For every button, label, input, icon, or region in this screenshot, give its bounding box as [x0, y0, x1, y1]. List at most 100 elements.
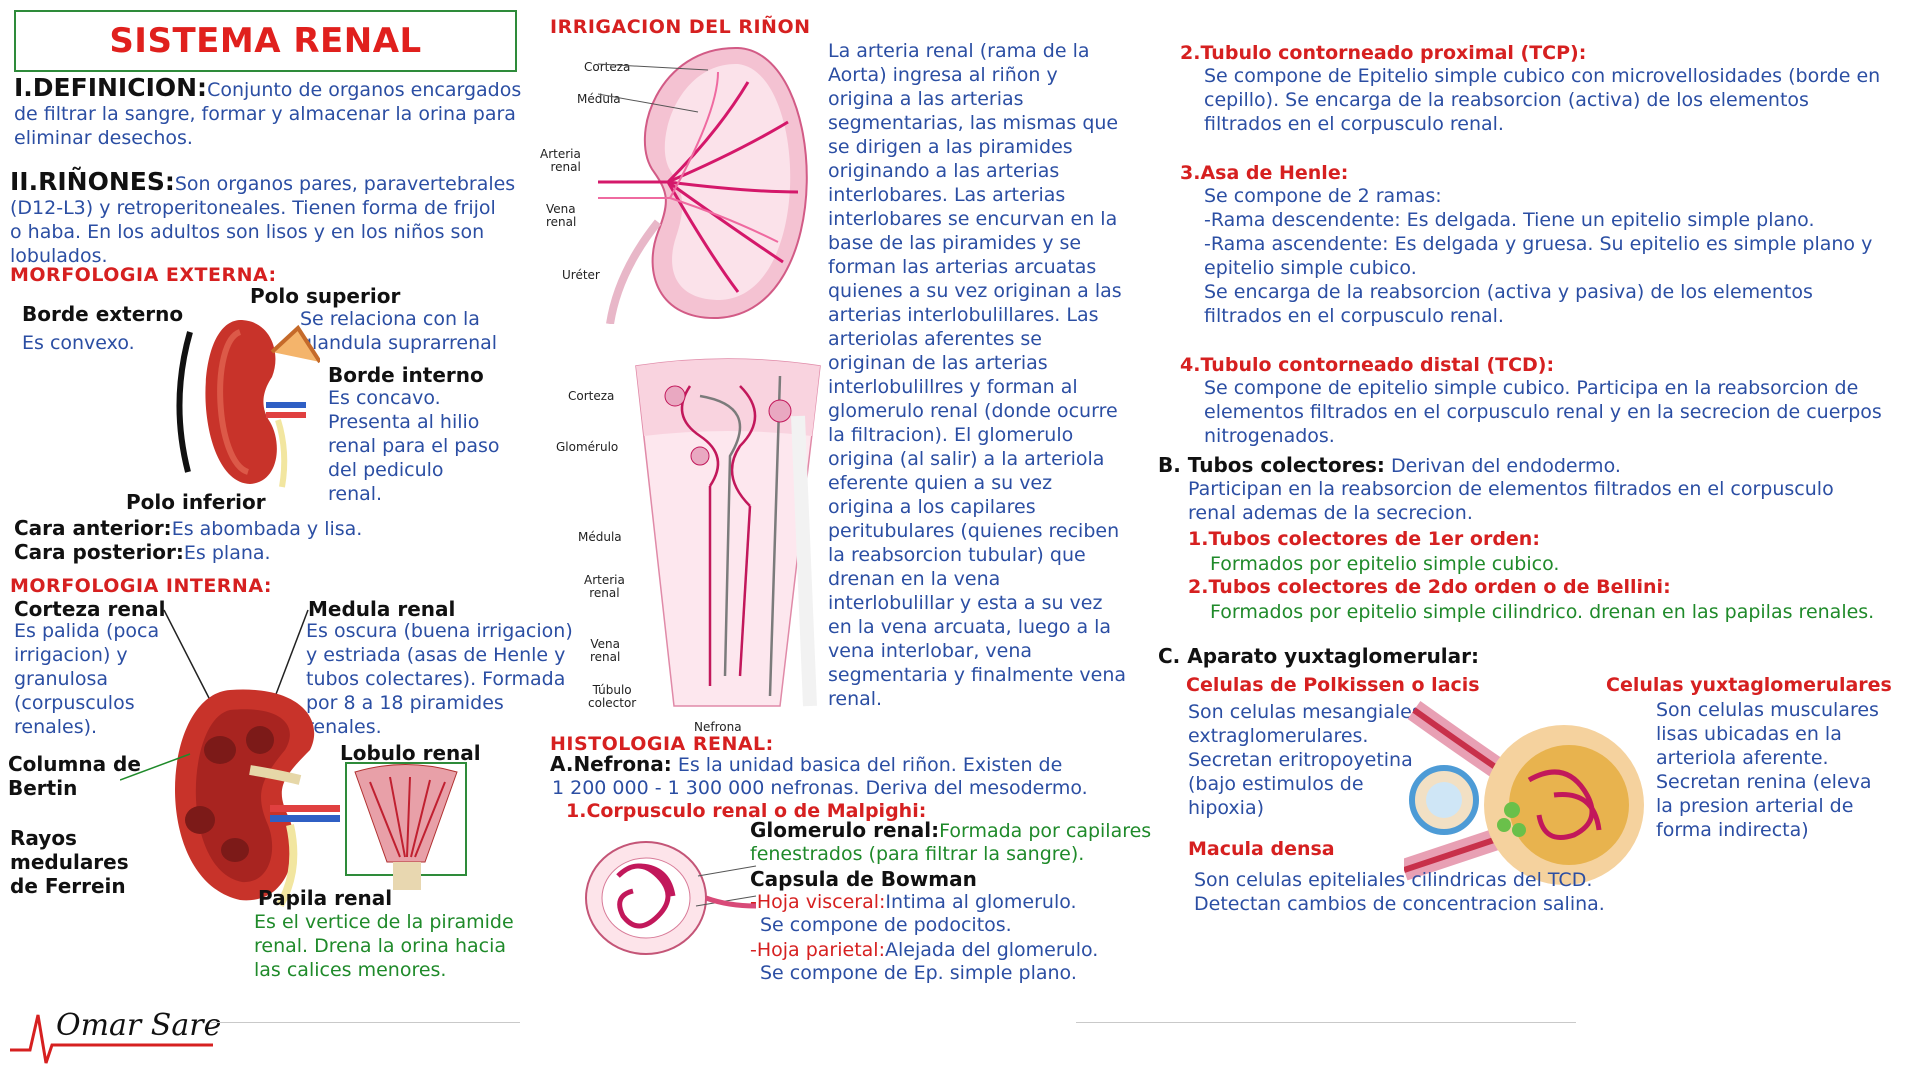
- papila-renal-desc: Es el vertice de la piramide renal. Dren…: [254, 910, 514, 982]
- rinones-line-4: lobulados.: [10, 245, 108, 267]
- irrigacion-line: arterias interlobulillares. Las: [828, 304, 1099, 326]
- fig1-vena-line-1: Vena: [546, 202, 576, 216]
- tcp-line-3: filtrados en el corpusculo renal.: [1204, 113, 1504, 135]
- yuxc-line-2: lisas ubicadas en la: [1656, 723, 1842, 745]
- irrigacion-line: forman las arterias arcuatas: [828, 256, 1097, 278]
- hoja-visceral-line-1: Intima al glomerulo.: [885, 891, 1077, 913]
- polkissen-line-1: Son celulas mesangiales: [1188, 701, 1422, 723]
- fig2-arteria-label: Arteria renal: [584, 574, 625, 600]
- papila-line-3: las calices menores.: [254, 959, 447, 981]
- irrigacion-line: quienes a su vez originan a las: [828, 280, 1122, 302]
- tubos-colectores-desc: Participan en la reabsorcion de elemento…: [1188, 477, 1834, 525]
- nefrona-line-1: Es la unidad basica del riñon. Existen d…: [677, 754, 1063, 776]
- yuxc-line-3: arteriola aferente.: [1656, 747, 1829, 769]
- fig2-vena-line-1: Vena: [590, 637, 620, 651]
- fig2-vena-label: Vena renal: [590, 638, 620, 664]
- kidney-external-illustration: [176, 320, 320, 488]
- macula-densa-heading: Macula densa: [1188, 838, 1335, 860]
- cara-anterior-desc: Es abombada y lisa.: [171, 518, 363, 540]
- corteza-line-2: irrigacion) y: [14, 644, 128, 666]
- fig1-corteza-label: Corteza: [584, 60, 631, 74]
- asa-line-1: Se compone de 2 ramas:: [1204, 185, 1442, 207]
- polo-inferior-label: Polo inferior: [126, 490, 266, 514]
- irrigacion-line: vena interlobar, vena: [828, 640, 1033, 662]
- asa-line-5: Se encarga de la reabsorcion (activa y p…: [1204, 281, 1813, 303]
- polo-superior-label: Polo superior: [250, 284, 401, 308]
- irrigacion-line: origina a las arterias: [828, 88, 1024, 110]
- irrigacion-line: drenan en la vena: [828, 568, 1001, 590]
- yuxc-line-1: Son celulas musculares: [1656, 699, 1879, 721]
- irrigacion-line: renal.: [828, 688, 883, 710]
- polkissen-line-2: extraglomerulares.: [1188, 725, 1369, 747]
- irrigacion-line: en la vena arcuata, luego a la: [828, 616, 1112, 638]
- fig2-medula-label: Médula: [578, 530, 622, 544]
- fig1-arteria-line-2: renal: [550, 160, 581, 174]
- corteza-line-3: granulosa: [14, 668, 109, 690]
- tcd-heading: 4.Tubulo contorneado distal (TCD):: [1180, 354, 1555, 376]
- colectores-2do-desc: Formados por epitelio simple cilindrico.…: [1210, 601, 1875, 623]
- irrigacion-line: interlobares se encurvan en la: [828, 208, 1118, 230]
- signature-logo: [10, 1014, 213, 1064]
- capsula-bowman-heading: Capsula de Bowman: [750, 867, 977, 891]
- definicion-line-1: Conjunto de organos encargados: [207, 79, 522, 101]
- yuxc-line-6: forma indirecta): [1656, 819, 1809, 841]
- irrigacion-line: segmentaria y finalmente vena: [828, 664, 1127, 686]
- corpusculo-heading: 1.Corpusculo renal o de Malpighi:: [566, 800, 927, 822]
- fig2-corteza-label: Corteza: [568, 389, 615, 403]
- fig1-vena-label: Vena renal: [546, 203, 576, 229]
- medula-line-1: Es oscura (buena irrigacion): [306, 620, 573, 642]
- irrigacion-line: La arteria renal (rama de la: [828, 40, 1090, 62]
- papila-line-1: Es el vertice de la piramide: [254, 911, 514, 933]
- borde-interno-line-2: Presenta al hilio: [328, 411, 480, 433]
- tcd-line-2: elementos filtrados en el corpusculo ren…: [1204, 401, 1882, 423]
- corteza-line-1: Es palida (poca: [14, 620, 160, 642]
- rayos-line-3: de Ferrein: [10, 874, 126, 898]
- irrigacion-line: glomerulo renal (donde ocurre: [828, 400, 1118, 422]
- papila-renal-label: Papila renal: [258, 886, 393, 910]
- medula-line-5: renales.: [306, 716, 382, 738]
- irrigacion-line: interlobulillres y forman al: [828, 376, 1078, 398]
- corteza-renal-desc: Es palida (poca irrigacion) y granulosa …: [14, 619, 159, 739]
- tcp-line-2: cepillo). Se encarga de la reabsorcion (…: [1204, 89, 1809, 111]
- yuxc-line-5: la presion arterial de: [1656, 795, 1854, 817]
- glomerulo-line-2: fenestrados (para filtrar la sangre).: [750, 843, 1085, 865]
- fig1-arteria-label: Arteria renal: [540, 148, 581, 174]
- tcd-line-3: nitrogenados.: [1204, 425, 1335, 447]
- borde-externo-desc: Es convexo.: [22, 332, 135, 354]
- juxtaglomerular-illustration: [1404, 701, 1644, 885]
- rayos-line-2: medulares: [10, 850, 129, 874]
- footer-divider-left: [210, 1022, 520, 1023]
- fig2-glomerulo-label: Glomérulo: [556, 440, 619, 454]
- fig1-medula-label: Médula: [577, 92, 621, 106]
- colectores-2do-heading: 2.Tubos colectores de 2do orden o de Bel…: [1188, 576, 1671, 598]
- rinones-line-3: o haba. En los adultos son lisos y en lo…: [10, 221, 485, 243]
- morfologia-interna-heading: MORFOLOGIA INTERNA:: [10, 575, 272, 597]
- macula-line-1: Son celulas epiteliales cilindricas del …: [1194, 869, 1593, 891]
- borde-externo-label: Borde externo: [22, 302, 184, 326]
- asa-line-4: epitelio simple cubico.: [1204, 257, 1417, 279]
- tcp-line-1: Se compone de Epitelio simple cubico con…: [1204, 65, 1881, 87]
- rinones-section: II.RIÑONES:Son organos pares, paraverteb…: [10, 169, 555, 268]
- hoja-visceral-heading: -Hoja visceral:: [750, 891, 886, 913]
- medula-line-3: tubos colectares). Formada: [306, 668, 566, 690]
- definicion-heading: I.DEFINICION:: [14, 73, 208, 102]
- tcp-desc: Se compone de Epitelio simple cubico con…: [1204, 64, 1880, 136]
- hoja-parietal-line-1: Alejada del glomerulo.: [885, 939, 1099, 961]
- tcp-heading: 2.Tubulo contorneado proximal (TCP):: [1180, 42, 1587, 64]
- polo-superior-line-1: Se relaciona con la: [300, 308, 480, 330]
- irrigacion-line: interlobares. Las arterias: [828, 184, 1066, 206]
- lobulo-renal-label: Lobulo renal: [340, 741, 481, 765]
- irrigacion-line: base de las piramides y se: [828, 232, 1082, 254]
- tcd-line-1: Se compone de epitelio simple cubico. Pa…: [1204, 377, 1859, 399]
- definicion-line-3: eliminar desechos.: [14, 127, 193, 149]
- nefrona-line-2: 1 200 000 - 1 300 000 nefronas. Deriva d…: [552, 777, 1088, 799]
- cara-posterior-label: Cara posterior:: [14, 540, 184, 564]
- asa-line-3: -Rama ascendente: Es delgada y gruesa. S…: [1204, 233, 1873, 255]
- irrigacion-line: eferente quien a su vez: [828, 472, 1053, 494]
- lobulo-renal-illustration: [345, 762, 467, 890]
- colectores-1er-heading: 1.Tubos colectores de 1er orden:: [1188, 528, 1540, 550]
- tubos-colectores-heading: B. Tubos colectores:: [1158, 453, 1385, 477]
- medula-line-2: y estriada (asas de Henle y: [306, 644, 566, 666]
- yuxtaglomerulares-heading: Celulas yuxtaglomerulares: [1606, 674, 1892, 696]
